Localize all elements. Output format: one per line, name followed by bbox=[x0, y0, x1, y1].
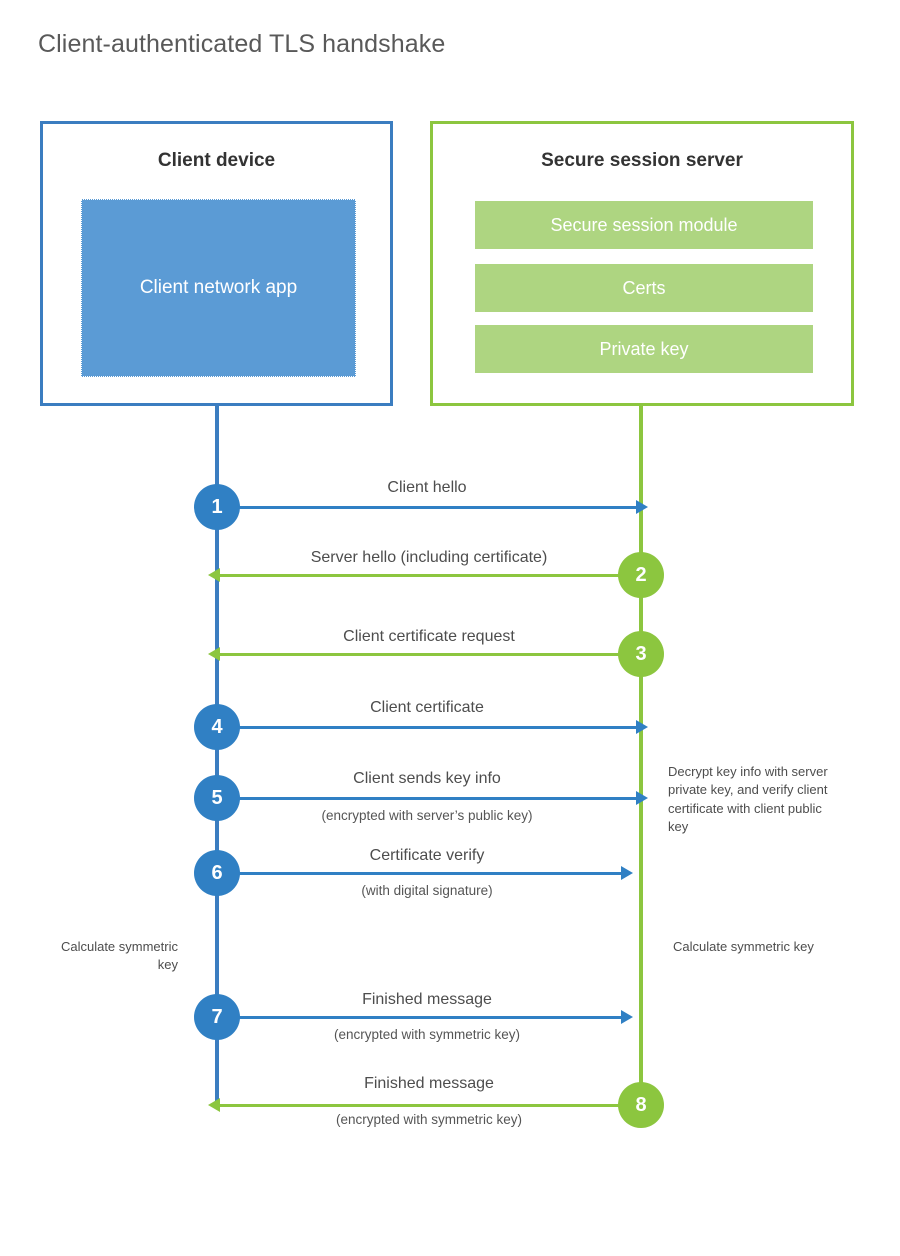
note-server-calculate-symmetric-key: Calculate symmetric key bbox=[673, 939, 814, 954]
client-lifeline bbox=[215, 406, 219, 1106]
step-marker-6: 6 bbox=[194, 850, 240, 896]
arrow-sublabel-step-5: (encrypted with server’s public key) bbox=[321, 808, 533, 823]
secure-session-server-title: Secure session server bbox=[541, 150, 743, 171]
step-marker-2: 2 bbox=[618, 552, 664, 598]
arrow-sublabel-step-6: (with digital signature) bbox=[361, 883, 493, 898]
arrow-step-8 bbox=[208, 1098, 619, 1112]
step-marker-3: 3 bbox=[618, 631, 664, 677]
server-module-certs: Certs bbox=[475, 264, 813, 312]
arrow-step-7 bbox=[217, 1010, 633, 1024]
server-module-private-key: Private key bbox=[475, 325, 813, 373]
arrow-sublabel-step-8: (encrypted with symmetric key) bbox=[335, 1112, 523, 1127]
server-module-secure-session-module: Secure session module bbox=[475, 201, 813, 249]
step-marker-7: 7 bbox=[194, 994, 240, 1040]
arrow-label-step-8: Finished message bbox=[364, 1075, 494, 1092]
note-server-decrypt: Decrypt key info with server private key… bbox=[668, 764, 828, 835]
step-marker-4: 4 bbox=[194, 704, 240, 750]
arrow-step-6 bbox=[217, 866, 633, 880]
arrow-label-step-4: Client certificate bbox=[370, 699, 484, 716]
client-device-box: Client device Client network app bbox=[40, 121, 393, 406]
note-client-calculate-symmetric-key: Calculate symmetric key bbox=[60, 939, 178, 973]
client-device-title: Client device bbox=[157, 150, 276, 171]
page-title: Client-authenticated TLS handshake bbox=[38, 30, 446, 58]
arrow-label-step-2: Server hello (including certificate) bbox=[310, 549, 548, 566]
arrow-step-2 bbox=[208, 568, 639, 582]
secure-session-server-box: Secure session server Secure session mod… bbox=[430, 121, 854, 406]
step-marker-8: 8 bbox=[618, 1082, 664, 1128]
arrow-step-5 bbox=[217, 791, 648, 805]
server-lifeline bbox=[639, 406, 643, 1106]
step-marker-1: 1 bbox=[194, 484, 240, 530]
arrow-label-step-5: Client sends key info bbox=[353, 770, 501, 787]
client-network-app-block: Client network app bbox=[81, 199, 356, 377]
arrow-label-step-3: Client certificate request bbox=[343, 628, 515, 645]
client-network-app-label: Client network app bbox=[139, 276, 298, 298]
step-marker-5: 5 bbox=[194, 775, 240, 821]
arrow-sublabel-step-7: (encrypted with symmetric key) bbox=[333, 1027, 521, 1042]
arrow-label-step-1: Client hello bbox=[387, 479, 467, 496]
arrow-label-step-7: Finished message bbox=[362, 991, 492, 1008]
arrow-step-4 bbox=[217, 720, 648, 734]
arrow-step-1 bbox=[217, 500, 648, 514]
arrow-step-3 bbox=[208, 647, 639, 661]
arrow-label-step-6: Certificate verify bbox=[369, 847, 485, 864]
